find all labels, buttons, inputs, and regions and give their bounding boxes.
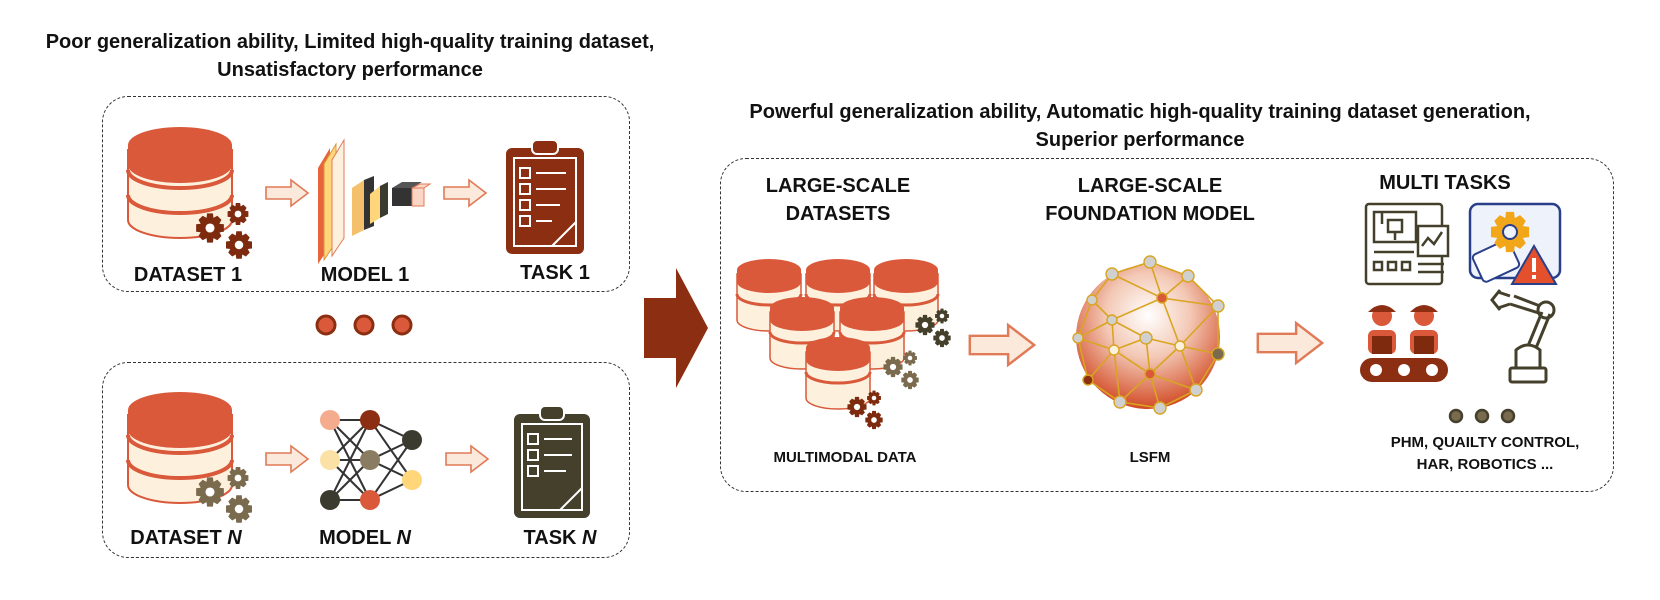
tasks-caption: PHM, QUAILTY CONTROL, HAR, ROBOTICS ... <box>1370 432 1600 476</box>
big-arrow-icon <box>644 268 708 388</box>
arrow-icon <box>265 179 309 207</box>
ellipsis-dots-icon <box>315 314 413 336</box>
ellipsis-dots-icon <box>1448 408 1516 424</box>
model-n-label: MODEL N <box>300 527 430 550</box>
database-icon <box>838 297 906 370</box>
datasets-caption: MULTIMODAL DATA <box>773 449 917 466</box>
clipboard-task-icon <box>514 405 590 518</box>
task-n-prefix: TASK <box>523 527 583 549</box>
right-heading-line1: Powerful generalization ability, Automat… <box>749 101 1531 123</box>
task-1-label: TASK 1 <box>520 262 590 284</box>
right-heading-line2: Superior performance <box>1035 129 1245 151</box>
left-heading-line2: Unsatisfactory performance <box>217 59 483 81</box>
tasks-caption-line2: HAR, ROBOTICS ... <box>1416 456 1554 473</box>
left-box-row1 <box>102 96 630 292</box>
arrow-icon <box>443 179 487 207</box>
dataset-n-label: DATASET N <box>116 527 256 550</box>
arrow-icon <box>1256 321 1324 365</box>
task-n-label: TASK N <box>505 527 615 550</box>
database-cluster <box>735 259 940 410</box>
dataset-n-suffix: N <box>227 527 242 549</box>
left-heading-line1: Poor generalization ability, Limited hig… <box>45 31 655 53</box>
tasks-caption-line1: PHM, QUAILTY CONTROL, <box>1390 434 1580 451</box>
model-title-line2: FOUNDATION MODEL <box>1045 203 1255 225</box>
model-n-suffix: N <box>396 527 411 549</box>
model-title-line1: LARGE-SCALE <box>1077 175 1223 197</box>
right-box <box>720 158 1614 492</box>
model-n-prefix: MODEL <box>319 527 397 549</box>
datasets-title-line1: LARGE-SCALE <box>765 175 911 197</box>
industrial-machine-icon <box>1364 202 1450 286</box>
model-1-label: MODEL 1 <box>320 264 410 286</box>
model-title: LARGE-SCALE FOUNDATION MODEL <box>1030 172 1270 228</box>
dataset-n-prefix: DATASET <box>130 527 228 549</box>
neural-network-icon <box>320 410 422 510</box>
database-icon <box>126 127 234 239</box>
robot-arm-icon <box>1490 289 1556 384</box>
workers-conveyor-icon <box>1360 305 1448 382</box>
foundation-sphere-icon <box>1072 255 1225 415</box>
database-icon <box>804 337 872 410</box>
arrow-icon <box>968 323 1036 367</box>
right-heading: Powerful generalization ability, Automat… <box>690 98 1590 154</box>
cnn-model-icon <box>318 138 432 264</box>
left-box-rowN <box>102 362 630 558</box>
dataset-1-label: DATASET 1 <box>133 264 243 286</box>
task-n-suffix: N <box>582 527 597 549</box>
datasets-title: LARGE-SCALE DATASETS <box>748 172 928 228</box>
datasets-title-line2: DATASETS <box>785 203 891 225</box>
database-icon <box>126 392 234 504</box>
clipboard-task-icon <box>506 139 584 254</box>
left-heading: Poor generalization ability, Limited hig… <box>20 28 680 84</box>
arrow-icon <box>445 445 489 473</box>
fault-warning-icon <box>1468 202 1562 285</box>
tasks-title: MULTI TASKS <box>1379 172 1511 194</box>
arrow-icon <box>265 445 309 473</box>
model-caption: LSFM <box>1129 449 1171 466</box>
